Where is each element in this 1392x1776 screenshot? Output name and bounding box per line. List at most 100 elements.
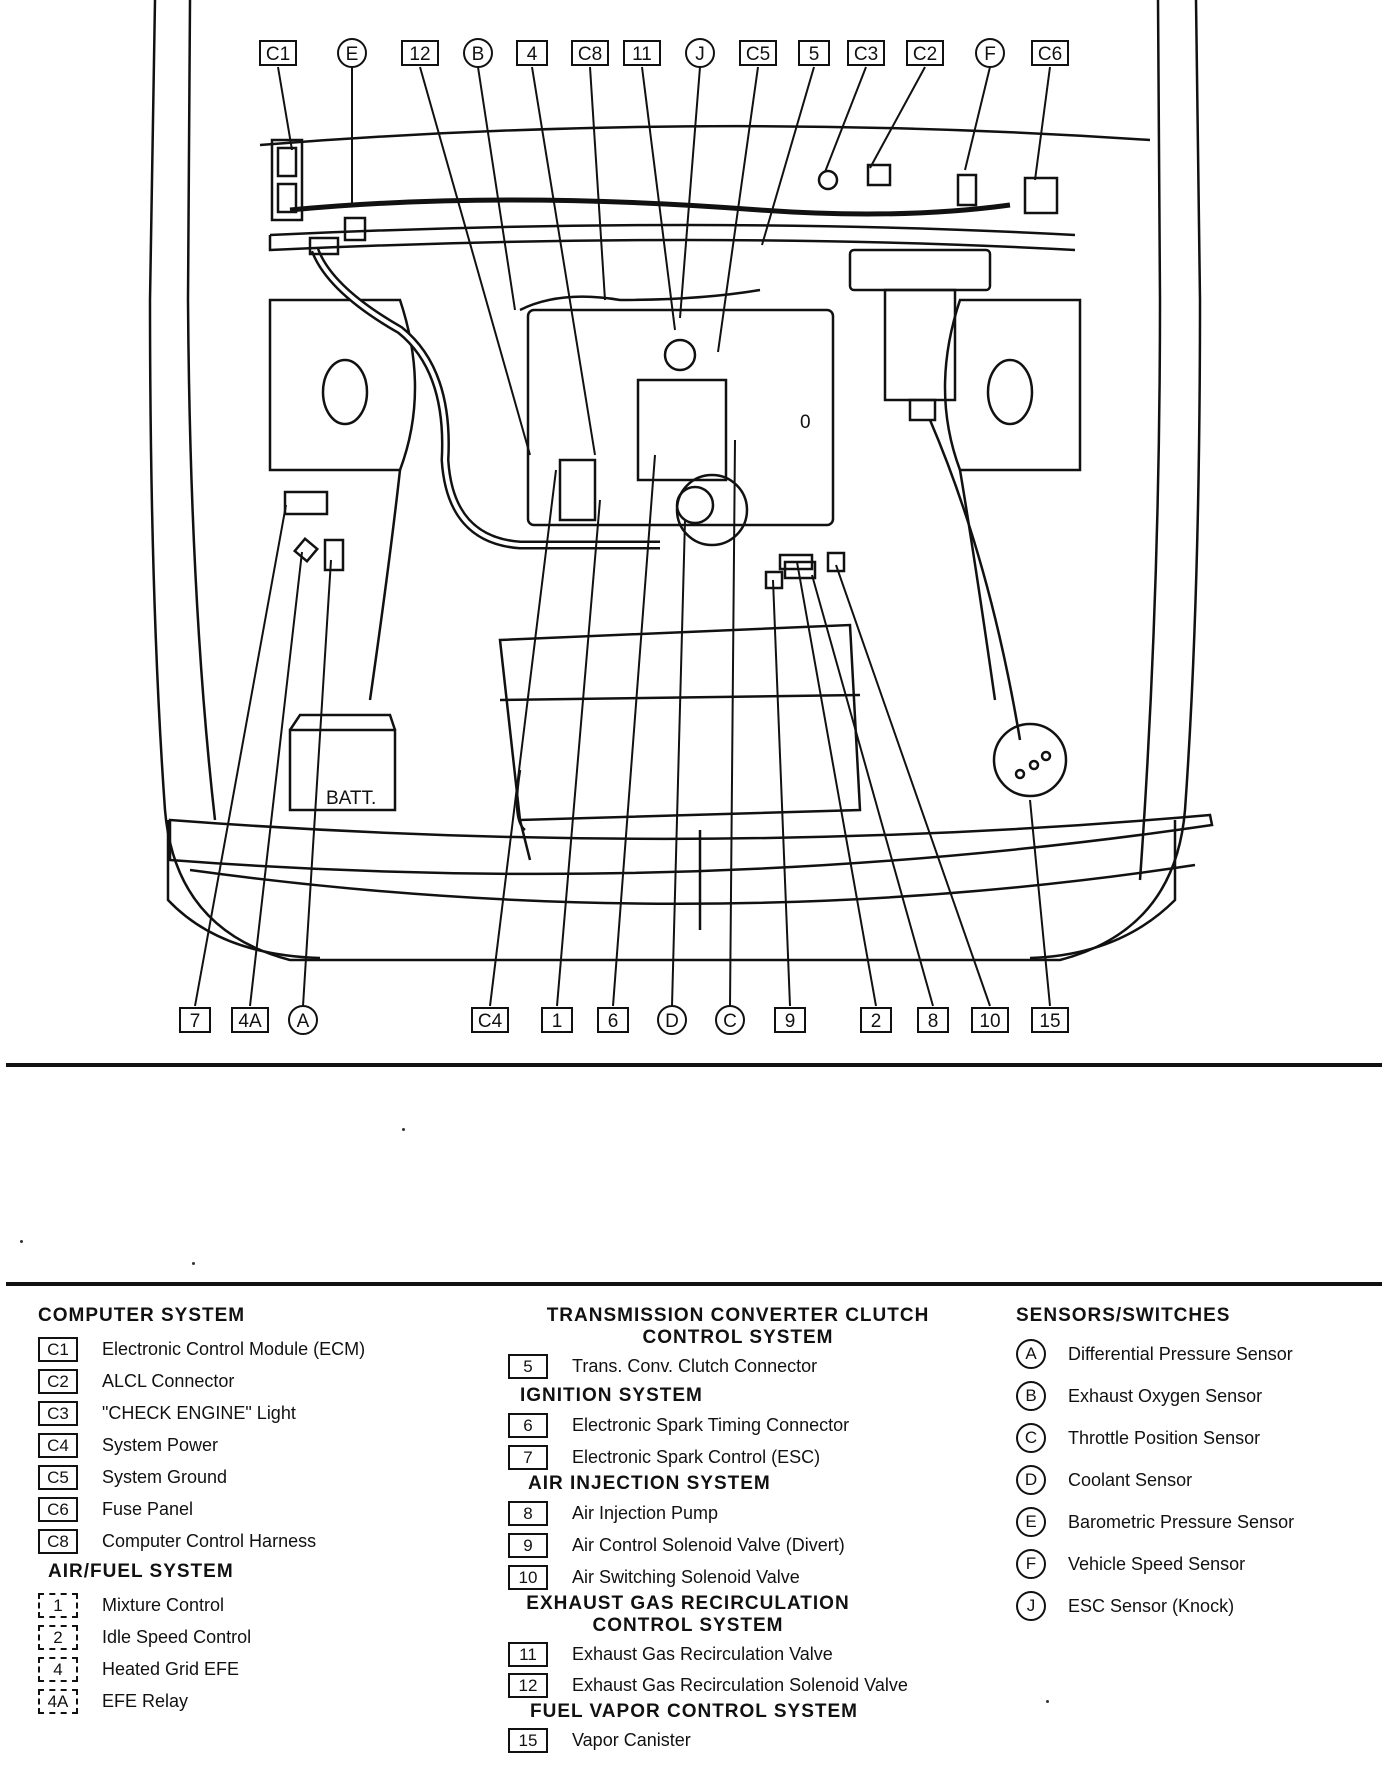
callout-label: A (297, 1011, 310, 1032)
callout-box (860, 1007, 892, 1033)
legend-code: C5 (38, 1464, 78, 1490)
section-title-fuelvapor: FUEL VAPOR CONTROL SYSTEM (530, 1701, 858, 1722)
callout-label: C1 (266, 44, 290, 65)
leader-line (477, 66, 516, 311)
leader-line (612, 454, 656, 1007)
legend-label: Idle Speed Control (102, 1626, 252, 1647)
callout-circle (685, 38, 715, 68)
callout-label: 6 (608, 1011, 619, 1032)
legend-code: D (1016, 1465, 1046, 1495)
callout-box (597, 1007, 629, 1033)
legend-code: E (1016, 1507, 1046, 1537)
legend-code: 5 (508, 1353, 548, 1379)
callout-label: 15 (1039, 1011, 1060, 1032)
legend-item: C1 Electronic Control Module (ECM) (38, 1333, 365, 1365)
legend-code: F (1016, 1549, 1046, 1579)
section-title-airinj: AIR INJECTION SYSTEM (528, 1473, 771, 1494)
legend-label: Exhaust Oxygen Sensor (1068, 1385, 1263, 1406)
leader-line (1029, 799, 1051, 1007)
legend-label: Throttle Position Sensor (1068, 1427, 1261, 1448)
legend-label: Exhaust Gas Recirculation Solenoid Valve (572, 1675, 908, 1695)
callout-label: E (346, 44, 359, 65)
callout-box (401, 40, 439, 66)
legend-label: ALCL Connector (102, 1370, 235, 1391)
leader-line (729, 439, 736, 1007)
battery-label: BATT. (326, 788, 376, 809)
leader-lines (194, 66, 1051, 1007)
firewall-components (817, 163, 1059, 215)
callout-label: 12 (409, 44, 430, 65)
leader-line (249, 551, 303, 1007)
legend-label: Differential Pressure Sensor (1068, 1343, 1293, 1364)
legend-label: Electronic Control Module (ECM) (102, 1338, 366, 1359)
section-title-sensors: SENSORS/SWITCHES (1016, 1305, 1231, 1326)
legend-code: C4 (38, 1432, 78, 1458)
callout-circle (463, 38, 493, 68)
callout-box (1031, 1007, 1069, 1033)
callout-circle (288, 1005, 318, 1035)
divider-top (6, 1063, 1382, 1067)
callout-label: D (665, 1011, 679, 1032)
section-title-tcc-2: CONTROL SYSTEM (642, 1327, 834, 1348)
leader-line (824, 66, 867, 173)
legend-code: C1 (38, 1336, 78, 1362)
leader-line (772, 579, 791, 1007)
legend-code: 15 (508, 1727, 548, 1753)
callout-box (471, 1007, 509, 1033)
leader-line (761, 66, 815, 246)
legend-label: Heated Grid EFE (102, 1658, 240, 1679)
callout-label: 11 (632, 44, 652, 65)
legend-item: C3 "CHECK ENGINE" Light (38, 1397, 365, 1429)
vehicle-body-outline (148, 0, 1214, 962)
ecm-module (270, 138, 367, 256)
section-title-computer: COMPUTER SYSTEM (38, 1305, 246, 1326)
legend-label: Mixture Control (102, 1594, 225, 1615)
legend-label: Exhaust Gas Recirculation Valve (572, 1644, 833, 1664)
leader-line (556, 499, 601, 1007)
legend-label: Vapor Canister (572, 1729, 691, 1750)
callout-box (971, 1007, 1009, 1033)
leader-line (589, 66, 606, 301)
fuel-vapor-list: 15 Vapor Canister (508, 1725, 968, 1755)
callout-label: C4 (478, 1011, 503, 1032)
legend-label: ESC Sensor (Knock) (1068, 1595, 1235, 1616)
legend-code: 1 (38, 1592, 78, 1618)
legend-code: 10 (508, 1564, 548, 1590)
divider-bottom (6, 1282, 1382, 1286)
legend-item: 9 Air Control Solenoid Valve (Divert) (508, 1529, 968, 1561)
callout-box (231, 1007, 269, 1033)
computer-system-list: C1 Electronic Control Module (ECM) C2 ALCL … (38, 1333, 365, 1557)
legend-code: 9 (508, 1532, 548, 1558)
scan-speck (402, 1128, 405, 1131)
legend-label: Air Control Solenoid Valve (Divert) (572, 1534, 845, 1555)
callout-label: 1 (552, 1011, 563, 1032)
legend-code: C3 (38, 1400, 78, 1426)
leader-line (835, 564, 991, 1007)
callout-label: C (723, 1011, 737, 1032)
scan-speck (192, 1262, 195, 1265)
air-cleaner-assembly (848, 248, 1022, 741)
legend-code: 8 (508, 1500, 548, 1526)
leader-line (869, 66, 926, 169)
legend-label: Computer Control Harness (102, 1530, 317, 1551)
legend-code: C2 (38, 1368, 78, 1394)
legend-item: 15 Vapor Canister (508, 1725, 968, 1755)
legend-code: 7 (508, 1444, 548, 1470)
legend-code: 4 (38, 1656, 78, 1682)
leader-line (302, 559, 332, 1007)
legend-label: "CHECK ENGINE" Light (102, 1402, 296, 1423)
leader-line (811, 574, 934, 1007)
scan-speck (20, 1240, 23, 1243)
